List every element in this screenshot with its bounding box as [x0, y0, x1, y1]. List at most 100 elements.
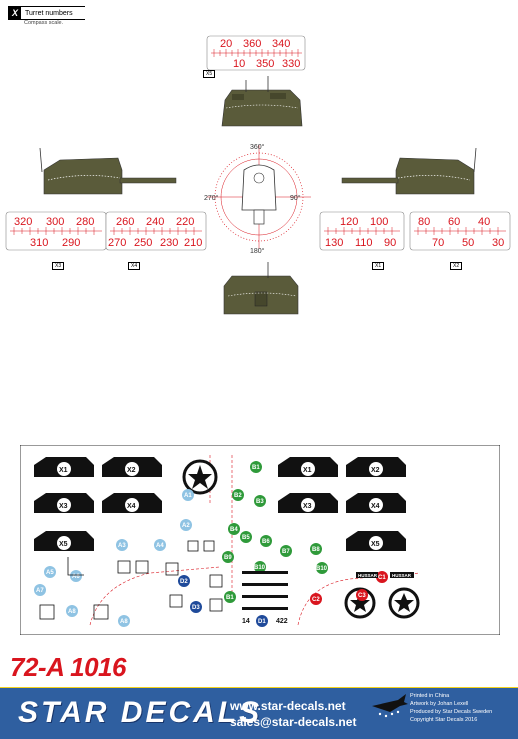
strip-x1-bottom-1: 110 [355, 237, 373, 249]
email-link[interactable]: sales@star-decals.net [230, 715, 357, 729]
strip-x4-bottom-0: 270 [108, 237, 126, 249]
a-tag-0: A1 [184, 493, 192, 499]
strip-x3-top-1: 300 [46, 216, 64, 228]
section-marker: X [9, 7, 21, 19]
turret-tag-1: X2 [127, 467, 136, 474]
website-link[interactable]: www.star-decals.net [230, 699, 346, 713]
strip-x2-top-1: 60 [448, 216, 460, 228]
section-header: X Turret numbers [8, 6, 85, 20]
strip-x4-top-2: 220 [176, 216, 194, 228]
strip-x1-top-0: 120 [340, 216, 358, 228]
hussar-text-0: HUSSAR [358, 573, 378, 578]
a-tag-6: A7 [36, 588, 44, 594]
a-tag-7: A8 [68, 609, 76, 615]
strip-x4: 260 240 220 270 250 230 210 [105, 211, 207, 251]
a-tag-4: A5 [46, 570, 54, 576]
strip-x1-bottom-0: 130 [325, 237, 343, 249]
strip-label-x2: X2 [450, 262, 463, 270]
strip-x5-bottom-0: 10 [233, 58, 245, 70]
turret-left-view [39, 147, 177, 195]
strip-x5-top-2: 340 [272, 38, 290, 50]
b-tag-9: B10 [254, 565, 266, 571]
brand-logo: STAR DECALS [18, 696, 263, 729]
strip-x3: 320 300 280 310 290 [5, 211, 107, 251]
number-text-0: 14 [242, 618, 250, 625]
strip-x4-bottom-2: 230 [160, 237, 178, 249]
strip-x5: 20 360 340 10 350 330 [206, 35, 306, 71]
b-tag-7: B8 [312, 547, 320, 553]
turret-tag-8: X4 [371, 503, 380, 510]
a-tag-5: A6 [72, 574, 80, 580]
d-tag-2: D3 [192, 605, 200, 611]
turret-front-view [223, 262, 299, 315]
section-subtitle: Compass scale. [24, 20, 64, 26]
a-tag-8: A8 [120, 619, 128, 625]
strip-x3-top-2: 280 [76, 216, 94, 228]
a-tag-3: A4 [156, 543, 164, 549]
number-text-1: 422 [276, 618, 288, 625]
strip-x1-bottom-2: 90 [384, 237, 396, 249]
b-tag-0: B1 [252, 465, 260, 471]
decal-sheet: X1 X2 X3 X4 X5 X1 X2 X3 X4 X5 A1 A2 A3 A… [20, 445, 500, 635]
b-tag-5: B6 [262, 539, 270, 545]
compass-south: 180° [250, 247, 265, 255]
brand-banner [0, 688, 518, 739]
turret-rear-view [221, 76, 303, 127]
strip-x5-top-0: 20 [220, 38, 232, 50]
strip-x2-bottom-2: 30 [492, 237, 504, 249]
strip-x3-bottom-0: 310 [30, 237, 48, 249]
turret-right-view [341, 147, 477, 195]
strip-label-x3: X3 [52, 262, 65, 270]
b-tag-3: B4 [230, 527, 238, 533]
a-tag-1: A2 [182, 523, 190, 529]
strip-x2-top-2: 40 [478, 216, 490, 228]
turret-tag-4: X5 [59, 541, 68, 548]
compass-west: 270° [204, 194, 219, 202]
strip-x3-bottom-1: 290 [62, 237, 80, 249]
turret-tag-3: X4 [127, 503, 136, 510]
turret-tag-2: X3 [59, 503, 68, 510]
strip-x2-top-0: 80 [418, 216, 430, 228]
strip-x5-top-1: 360 [243, 38, 261, 50]
b-tag-11: B1 [226, 595, 234, 601]
strip-label-x1: X1 [372, 262, 385, 270]
turret-tag-6: X2 [371, 467, 380, 474]
strip-label-x4: X4 [128, 262, 141, 270]
product-code: 72-A 1016 [10, 652, 126, 682]
b-tag-8: B9 [224, 555, 232, 561]
compass-east: 90° [290, 194, 301, 202]
strip-x4-bottom-1: 250 [134, 237, 152, 249]
compass-north: 360° [250, 143, 265, 151]
jet-icon [372, 694, 408, 718]
b-tag-6: B7 [282, 549, 290, 555]
strip-x5-bottom-2: 330 [282, 58, 300, 70]
turret-tag-7: X3 [303, 503, 312, 510]
strip-x4-bottom-3: 210 [184, 237, 202, 249]
strip-x2-bottom-0: 70 [432, 237, 444, 249]
info-line-0: Printed in China [410, 693, 450, 699]
strip-x1-top-1: 100 [370, 216, 388, 228]
info-line-2: Produced by Star Decals Sweden [410, 709, 493, 715]
c-tag-0: C1 [378, 575, 386, 581]
b-tag-1: B2 [234, 493, 242, 499]
strip-x2-bottom-1: 50 [462, 237, 474, 249]
strip-x5-bottom-1: 350 [256, 58, 274, 70]
a-tag-2: A3 [118, 543, 126, 549]
strip-x2: 80 60 40 70 50 30 [409, 211, 511, 251]
strip-x4-top-0: 260 [116, 216, 134, 228]
c-tag-1: C2 [312, 597, 320, 603]
c-tag-2: C3 [358, 593, 366, 599]
b-tag-10: B10 [316, 566, 328, 572]
turret-tag-5: X1 [303, 467, 312, 474]
strip-x4-top-1: 240 [146, 216, 164, 228]
d-tag-1: D2 [180, 579, 188, 585]
strip-x1: 120 100 130 110 90 [319, 211, 405, 251]
section-title: Turret numbers [25, 9, 73, 17]
info-line-1: Artwork by Johan Lexell [410, 701, 469, 707]
b-tag-2: B3 [256, 499, 264, 505]
strip-x3-top-0: 320 [14, 216, 32, 228]
turret-illustration: 20 360 340 10 350 330 360° [5, 35, 511, 315]
turret-tag-9: X5 [371, 541, 380, 548]
turret-tag-0: X1 [59, 467, 68, 474]
d-tag-0: D1 [258, 619, 266, 625]
